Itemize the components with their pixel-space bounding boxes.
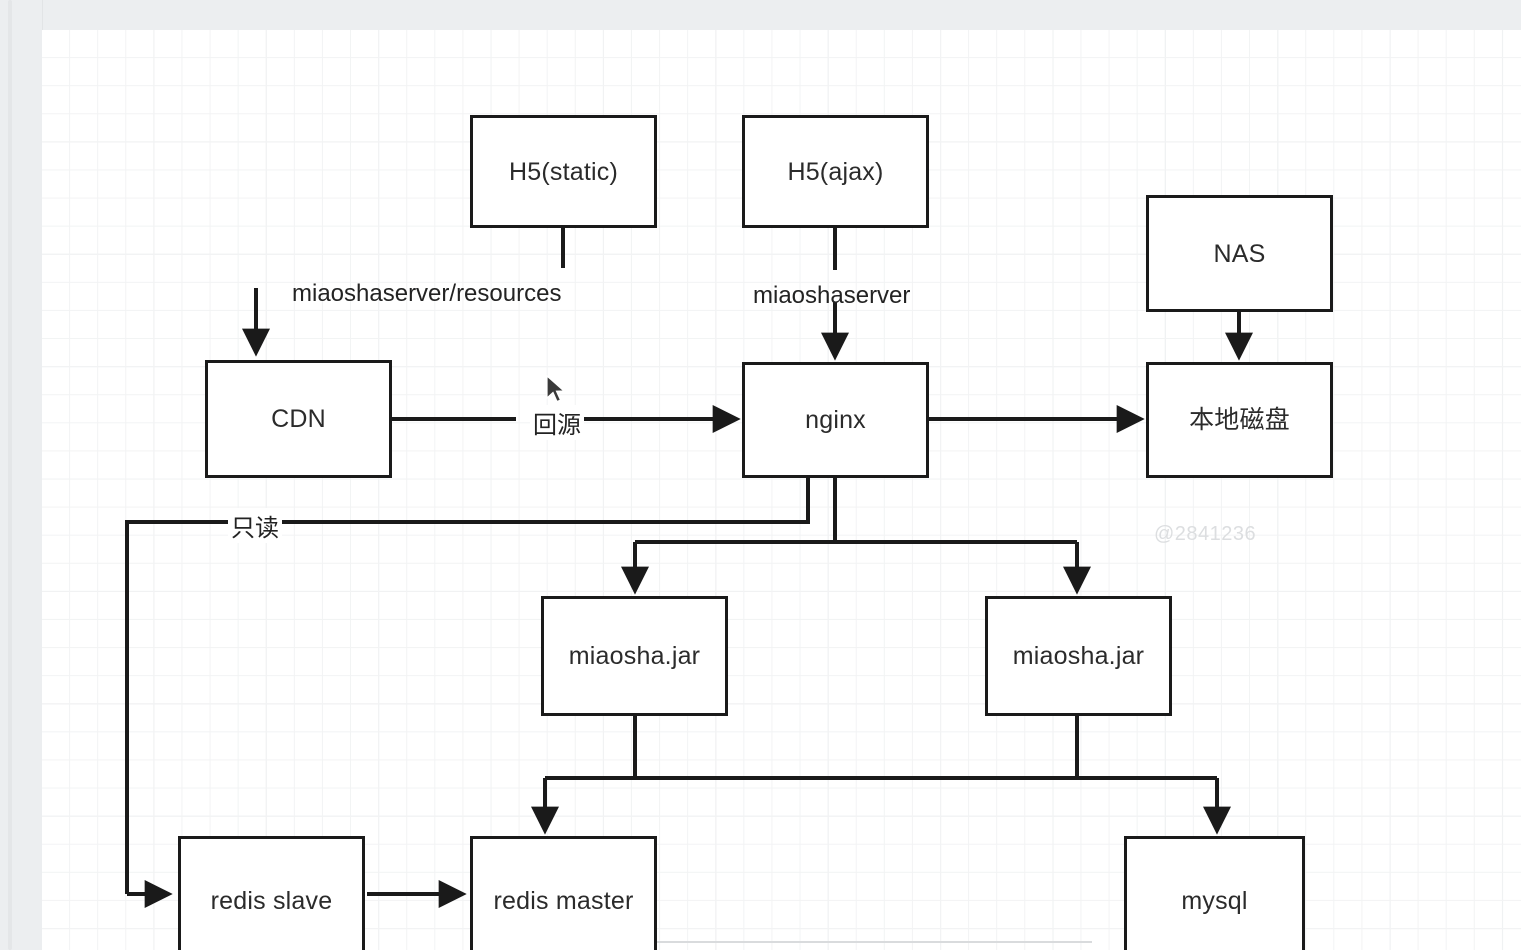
node-nas[interactable]: NAS xyxy=(1146,195,1333,312)
node-h5-ajax[interactable]: H5(ajax) xyxy=(742,115,929,228)
node-miaosha-jar-1[interactable]: miaosha.jar xyxy=(541,596,728,716)
edge-label-text: 回源 xyxy=(533,411,581,439)
node-h5-static[interactable]: H5(static) xyxy=(470,115,657,228)
node-label: nginx xyxy=(805,406,866,434)
edge-label-text: 只读 xyxy=(231,514,279,542)
node-redis-master[interactable]: redis master xyxy=(470,836,657,950)
node-label: H5(ajax) xyxy=(787,157,884,186)
node-mysql[interactable]: mysql xyxy=(1124,836,1305,950)
node-local-disk[interactable]: 本地磁盘 xyxy=(1146,362,1333,478)
node-miaosha-jar-2[interactable]: miaosha.jar xyxy=(985,596,1172,716)
node-cdn[interactable]: CDN xyxy=(205,360,392,478)
mouse-cursor-icon xyxy=(546,375,566,403)
left-gutter xyxy=(0,0,43,950)
edge-label-zhidu: 只读 xyxy=(228,508,282,543)
node-label: CDN xyxy=(271,405,326,433)
edge-label-text: miaoshaserver xyxy=(753,282,911,309)
node-label: NAS xyxy=(1213,239,1266,268)
node-label: miaosha.jar xyxy=(568,642,701,670)
edge-label-text: miaoshaserver/resources xyxy=(292,280,562,307)
watermark-text: @2841236 xyxy=(1154,523,1257,545)
node-label: 本地磁盘 xyxy=(1189,405,1290,434)
node-label: redis slave xyxy=(210,887,333,915)
vertical-scrollbar-thumb[interactable] xyxy=(8,0,12,950)
edge-label-miaoshaserver: miaoshaserver xyxy=(753,282,910,310)
node-label: redis master xyxy=(493,887,634,915)
node-label: miaosha.jar xyxy=(1012,642,1145,670)
node-label: mysql xyxy=(1181,887,1248,915)
diagram-canvas[interactable]: H5(static) H5(ajax) NAS CDN nginx 本地磁盘 m… xyxy=(42,30,1521,950)
edge-nginx-to-miaosha-jars xyxy=(621,478,1091,595)
watermark: @2841236 xyxy=(1154,523,1256,546)
edge-label-huiyuan: 回源 xyxy=(530,405,584,440)
node-redis-slave[interactable]: redis slave xyxy=(178,836,365,950)
top-chrome-strip xyxy=(0,0,1521,30)
node-label: H5(static) xyxy=(509,157,618,186)
edge-label-miaoshaserver-resources: miaoshaserver/resources xyxy=(292,280,561,308)
node-nginx[interactable]: nginx xyxy=(742,362,929,478)
